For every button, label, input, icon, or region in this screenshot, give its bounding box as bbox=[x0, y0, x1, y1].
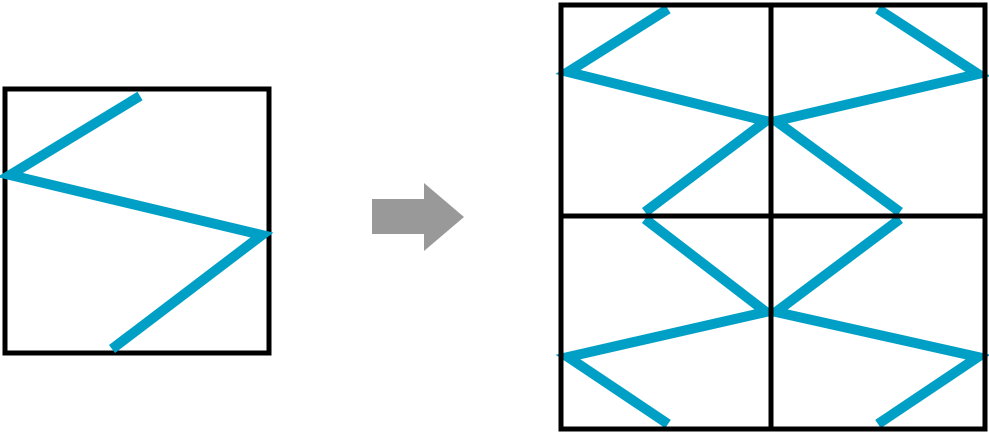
arrow-right-icon bbox=[372, 183, 464, 251]
tile-path bbox=[0, 91, 274, 353]
tile-frame bbox=[2, 86, 272, 356]
tile-path-bottom-left bbox=[555, 215, 778, 429]
tile-path-top-left bbox=[555, 4, 778, 216]
single-tile bbox=[0, 86, 274, 356]
tile-path-top-right bbox=[764, 4, 989, 217]
tiled-grid bbox=[555, 2, 989, 432]
tile-path-bottom-right bbox=[764, 215, 989, 429]
